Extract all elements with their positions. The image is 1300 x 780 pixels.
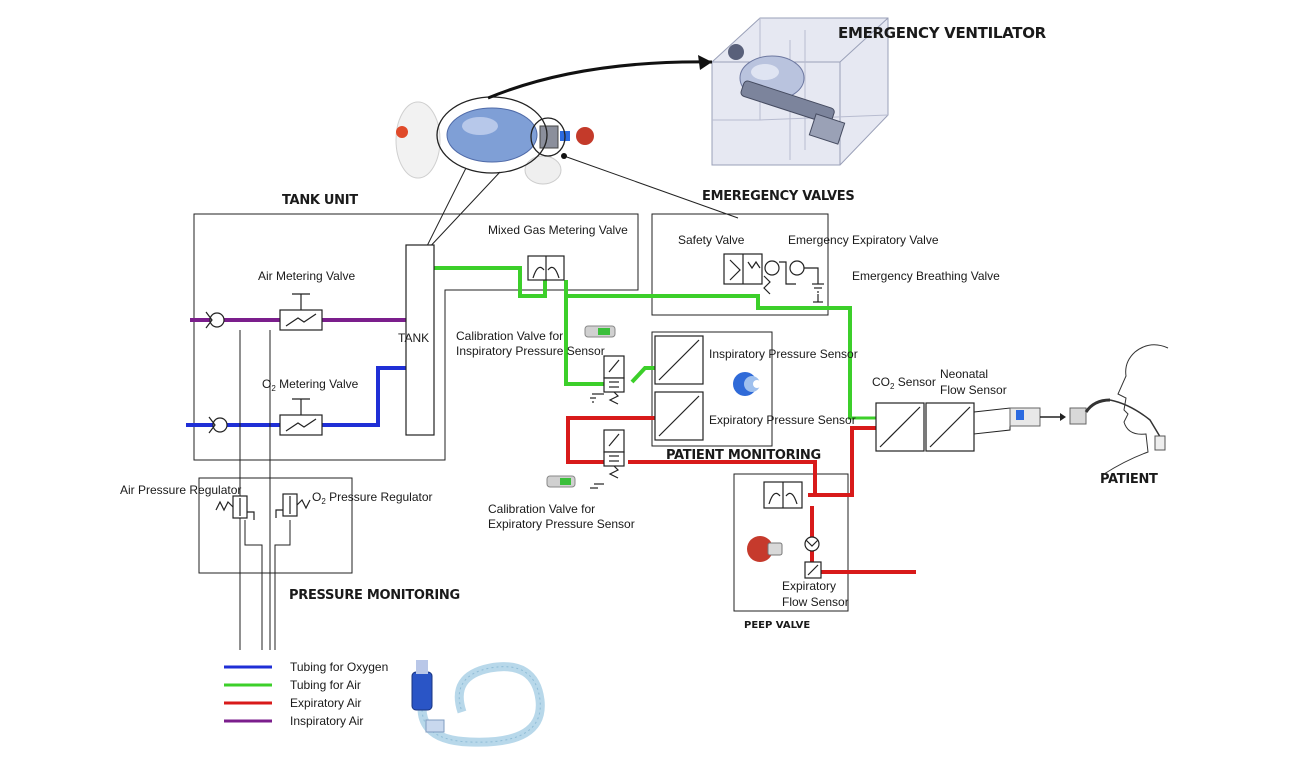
air-pipe-calibration [564,296,604,386]
connector-line [423,167,467,253]
emergency-ventilator-illustration [711,17,889,166]
expiratory-pipe-calibration [566,416,655,464]
air-inlet-check-valve-icon [205,311,225,329]
mixed-gas-metering-valve-label: Mixed Gas Metering Valve [488,223,628,237]
legend-label-expiratory: Expiratory Air [290,696,361,710]
regulator-outlet [244,520,263,650]
legend-label-inspiratory: Inspiratory Air [290,714,363,728]
patient-title: PATIENT [1100,472,1158,487]
expiratory-pressure-sensor-label: Expiratory Pressure Sensor [709,413,856,427]
peep-valve-icon [763,481,803,509]
emergency-breathing-valve-label: Emergency Breathing Valve [852,269,1000,283]
neonatal-flow-sensor-icon [925,402,975,452]
o2-pressure-regulator-label: O2 Pressure Regulator [312,490,433,506]
mixed-gas-metering-valve-icon [527,255,565,281]
lung-illustration [733,372,761,396]
air-pipe-tank-out [434,266,547,298]
legend-label-oxygen: Tubing for Oxygen [290,660,388,674]
connector-line [424,171,501,253]
neonatal-flow-sensor-label: Neonatal [940,367,988,381]
tank [405,244,435,436]
tank-unit-box [193,213,639,461]
o2-inlet-check-valve-icon [208,416,228,434]
peep-valve-box [733,473,849,612]
emergency-valves-title: EMEREGENCY VALVES [702,189,854,204]
peep-valve-title: PEEP VALVE [744,620,810,631]
expiratory-pressure-sensor-icon [654,391,704,441]
expiratory-pipe-patient [808,426,876,497]
co2-sensor-icon [875,402,925,452]
air-metering-valve-icon [279,293,323,331]
safety-valve-icon [723,253,763,285]
air-pipe-insp-sensor [630,366,655,384]
patient-monitoring-title: PATIENT MONITORING [666,448,821,463]
connector-dot [561,153,567,159]
emergency-ventilator-title: EMERGENCY VENTILATOR [838,24,1047,42]
tank-label: TANK [398,331,429,345]
o2-metering-valve-icon [279,398,323,436]
expiratory-flow-sensor-icon [804,561,822,579]
tank-unit-title: TANK UNIT [282,193,358,208]
o2-metering-valve-label: O2 Metering Valve [262,377,359,393]
patient-illustration [1103,344,1169,475]
emergency-breathing-valve-icon [789,260,824,303]
expiratory-pipe-peep [628,460,817,495]
expiratory-flow-sensor-label-2: Flow Sensor [782,595,849,609]
inspiratory-pressure-sensor-icon [654,335,704,385]
patient-monitoring-box [651,331,773,447]
o2-pressure-regulator-icon [275,493,311,518]
emergency-expiratory-valve-label: Emergency Expiratory Valve [788,233,939,247]
pressure-monitoring-title: PRESSURE MONITORING [289,588,460,603]
expiratory-pipe-exhaust [810,550,916,574]
pressure-gauge-icon [546,475,576,488]
connector-line [563,155,739,219]
emergency-expiratory-valve-icon [763,260,796,295]
co2-sensor-label: CO2 Sensor [872,375,936,391]
legend: Tubing for Oxygen Tubing for Air Expirat… [224,660,388,728]
calibration-valve-inspiratory-icon [590,355,625,405]
arrowhead-icon [698,55,712,70]
legend-label-air: Tubing for Air [290,678,361,692]
air-metering-valve-label: Air Metering Valve [258,269,355,283]
check-valve-icon [804,536,820,552]
inspiratory-pressure-sensor-label: Inspiratory Pressure Sensor [709,347,858,361]
safety-valve-label: Safety Valve [678,233,745,247]
neonatal-flow-sensor-label-2: Flow Sensor [940,383,1007,397]
air-pressure-regulator-label: Air Pressure Regulator [120,483,241,497]
breathing-circuit-illustration [411,660,545,747]
air-pipe-to-patient [564,280,852,418]
calibration-valve-insp-label: Calibration Valve for [456,329,563,343]
air-pressure-regulator-icon [215,495,255,520]
emergency-valves-box [651,213,829,316]
bag-valve-mask-illustration [395,96,594,185]
calibration-valve-exp-label: Calibration Valve for [488,502,595,516]
pressure-gauge-icon [584,325,616,338]
patient-connector-illustration [973,398,1111,435]
calibration-valve-expiratory-icon [590,429,625,489]
zoom-arrow [487,60,713,100]
regulator-outlet [274,520,291,650]
calibration-valve-insp-label-2: Inspiratory Pressure Sensor [456,344,605,358]
expiratory-flow-sensor-label: Expiratory [782,579,836,593]
peep-cap-illustration [747,536,783,562]
calibration-valve-exp-label-2: Expiratory Pressure Sensor [488,517,635,531]
